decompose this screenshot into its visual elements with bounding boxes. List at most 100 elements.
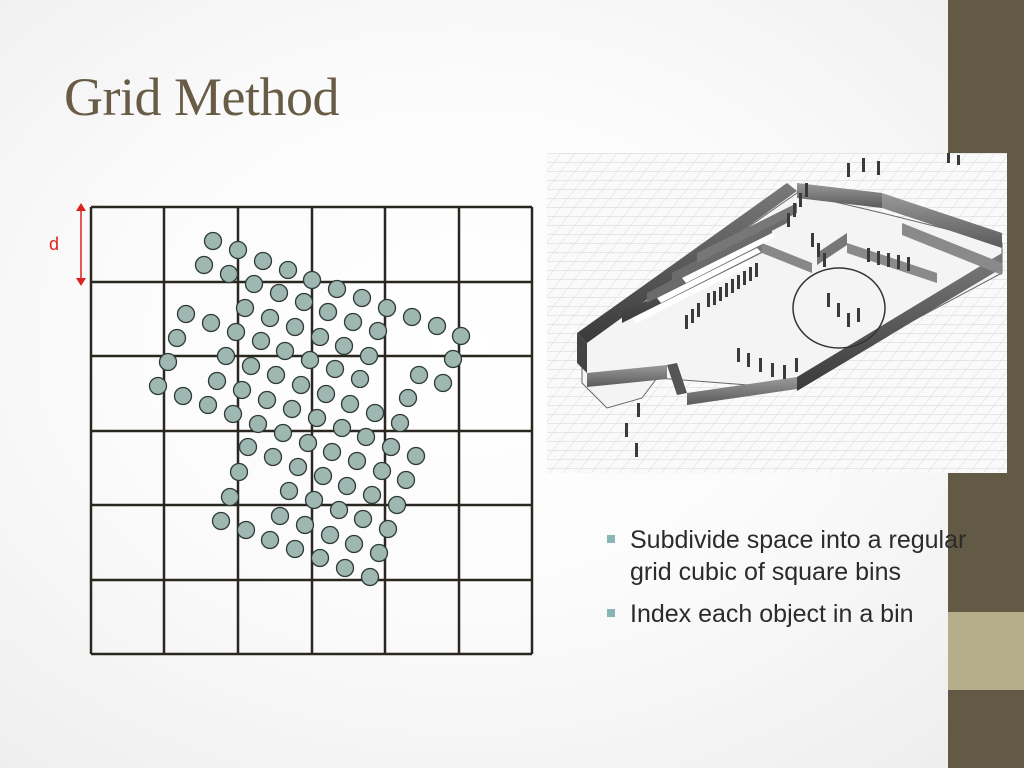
object-point	[248, 414, 268, 434]
object-point	[282, 399, 302, 419]
decorative-side-accent	[948, 612, 1024, 690]
object-point	[343, 312, 363, 332]
object-point	[368, 321, 388, 341]
object-point	[325, 359, 345, 379]
object-point	[318, 302, 338, 322]
object-point	[304, 490, 324, 510]
object-point	[350, 369, 370, 389]
object-point	[241, 356, 261, 376]
object-point	[176, 304, 196, 324]
object-point	[320, 525, 340, 545]
object-point	[207, 371, 227, 391]
object-point	[310, 327, 330, 347]
object-point	[201, 313, 221, 333]
object-point	[335, 558, 355, 578]
object-point	[158, 352, 178, 372]
object-point	[167, 328, 187, 348]
object-point	[257, 390, 277, 410]
object-point	[378, 519, 398, 539]
object-point	[396, 470, 416, 490]
object-point	[260, 308, 280, 328]
object-point	[198, 395, 218, 415]
object-point	[285, 539, 305, 559]
bullet-square-icon	[607, 609, 615, 617]
object-point	[285, 317, 305, 337]
bullet-item: Subdivide space into a regular grid cubi…	[606, 524, 1006, 588]
object-point	[316, 384, 336, 404]
object-point	[381, 437, 401, 457]
object-point	[310, 548, 330, 568]
object-point	[344, 534, 364, 554]
dimension-label: d	[49, 234, 59, 254]
object-point	[427, 316, 447, 336]
object-point	[352, 288, 372, 308]
object-point	[443, 349, 463, 369]
object-point	[278, 260, 298, 280]
object-point	[288, 457, 308, 477]
slide-title: Grid Method	[64, 67, 339, 127]
object-point	[377, 298, 397, 318]
object-point	[313, 466, 333, 486]
object-point	[279, 481, 299, 501]
grid-diagram: d	[49, 203, 534, 656]
object-point	[273, 423, 293, 443]
object-point	[263, 447, 283, 467]
object-point	[238, 437, 258, 457]
object-point	[362, 485, 382, 505]
object-point	[173, 386, 193, 406]
object-point	[244, 274, 264, 294]
object-point	[340, 394, 360, 414]
object-point	[300, 350, 320, 370]
object-point	[347, 451, 367, 471]
object-point	[226, 322, 246, 342]
object-point	[211, 511, 231, 531]
object-point	[275, 341, 295, 361]
object-point	[295, 515, 315, 535]
object-point	[360, 567, 380, 587]
object-point	[298, 433, 318, 453]
object-point	[232, 380, 252, 400]
object-point	[294, 292, 314, 312]
object-point	[220, 487, 240, 507]
object-point	[406, 446, 426, 466]
object-point	[359, 346, 379, 366]
crowd-simulation-image	[547, 153, 1007, 473]
object-point	[302, 270, 322, 290]
object-point	[291, 375, 311, 395]
object-point	[266, 365, 286, 385]
object-point	[433, 373, 453, 393]
object-point	[253, 251, 273, 271]
object-point	[337, 476, 357, 496]
bullet-item: Index each object in a bin	[606, 598, 1006, 630]
object-point	[236, 520, 256, 540]
object-point	[194, 255, 214, 275]
object-point	[228, 240, 248, 260]
object-point	[327, 279, 347, 299]
bullet-square-icon	[607, 535, 615, 543]
object-point	[369, 543, 389, 563]
object-points	[148, 231, 471, 587]
object-point	[148, 376, 168, 396]
object-point	[356, 427, 376, 447]
object-point	[216, 346, 236, 366]
object-point	[398, 388, 418, 408]
object-point	[390, 413, 410, 433]
object-point	[332, 418, 352, 438]
bullet-text: Subdivide space into a regular grid cubi…	[630, 526, 967, 586]
object-point	[260, 530, 280, 550]
object-point	[387, 495, 407, 515]
object-point	[307, 408, 327, 428]
object-point	[269, 283, 289, 303]
object-point	[203, 231, 223, 251]
object-point	[270, 506, 290, 526]
object-point	[219, 264, 239, 284]
object-point	[322, 442, 342, 462]
crowd-simulation-illustration	[547, 153, 1007, 473]
dimension-marker: d	[49, 203, 86, 286]
dimension-arrow-down-icon	[76, 278, 86, 286]
object-point	[229, 462, 249, 482]
bullet-text: Index each object in a bin	[630, 600, 914, 628]
object-point	[223, 404, 243, 424]
object-point	[365, 403, 385, 423]
object-point	[334, 336, 354, 356]
